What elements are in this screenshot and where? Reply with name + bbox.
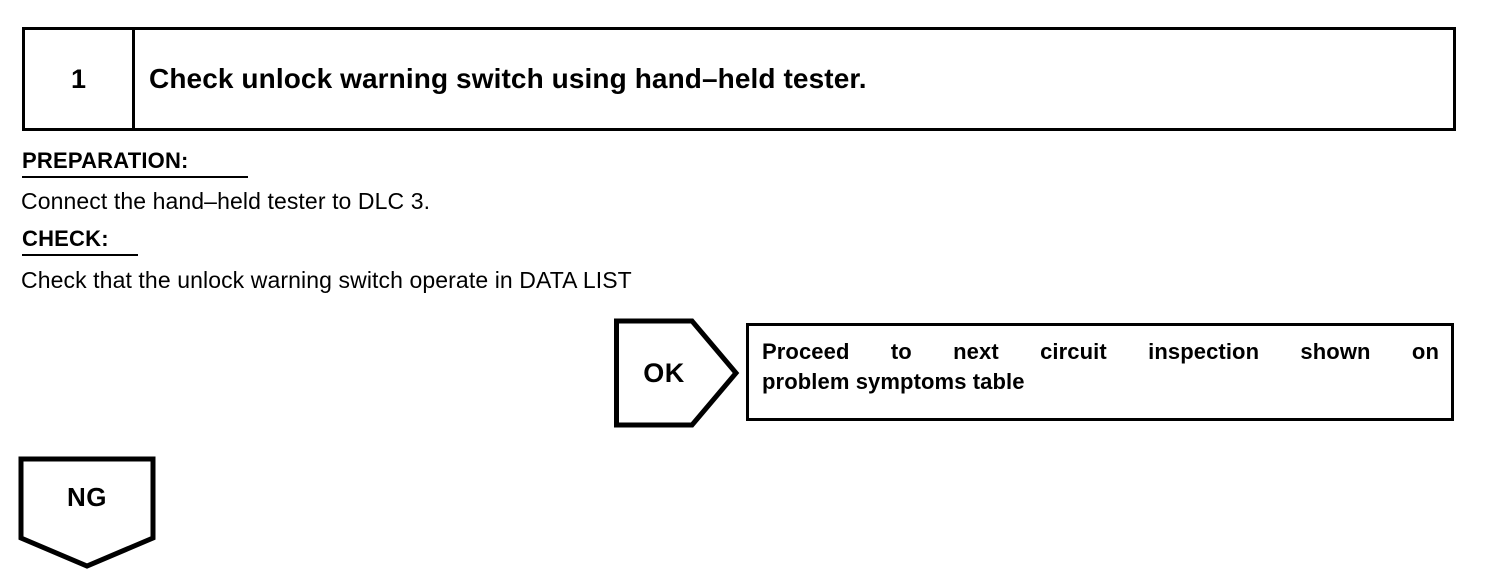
ok-branch-label: OK <box>643 357 685 388</box>
step-table: 1 Check unlock warning switch using hand… <box>22 27 1456 131</box>
step-number: 1 <box>70 63 87 94</box>
ok-result-line-1: Proceed to next circuit inspection shown… <box>762 339 1439 364</box>
ok-result-line-2: problem symptoms table <box>762 369 1025 395</box>
check-heading: CHECK: <box>22 226 138 256</box>
ok-result-box: Proceed to next circuit inspection shown… <box>746 323 1454 421</box>
ng-branch-pennant: NG <box>18 456 156 570</box>
preparation-heading: PREPARATION: <box>22 148 248 178</box>
step-number-cell: 1 <box>25 30 135 128</box>
step-title: Check unlock warning switch using hand–h… <box>149 63 867 95</box>
ok-pennant-shape <box>614 318 740 428</box>
check-text: Check that the unlock warning switch ope… <box>21 267 632 293</box>
step-title-cell: Check unlock warning switch using hand–h… <box>135 30 1453 128</box>
ng-pennant-shape <box>18 456 156 569</box>
ok-branch-pennant: OK <box>614 318 740 428</box>
preparation-text: Connect the hand–held tester to DLC 3. <box>21 188 431 214</box>
ok-result-text: Proceed to next circuit inspection shown… <box>762 337 1439 398</box>
ng-branch-label: NG <box>67 481 107 512</box>
